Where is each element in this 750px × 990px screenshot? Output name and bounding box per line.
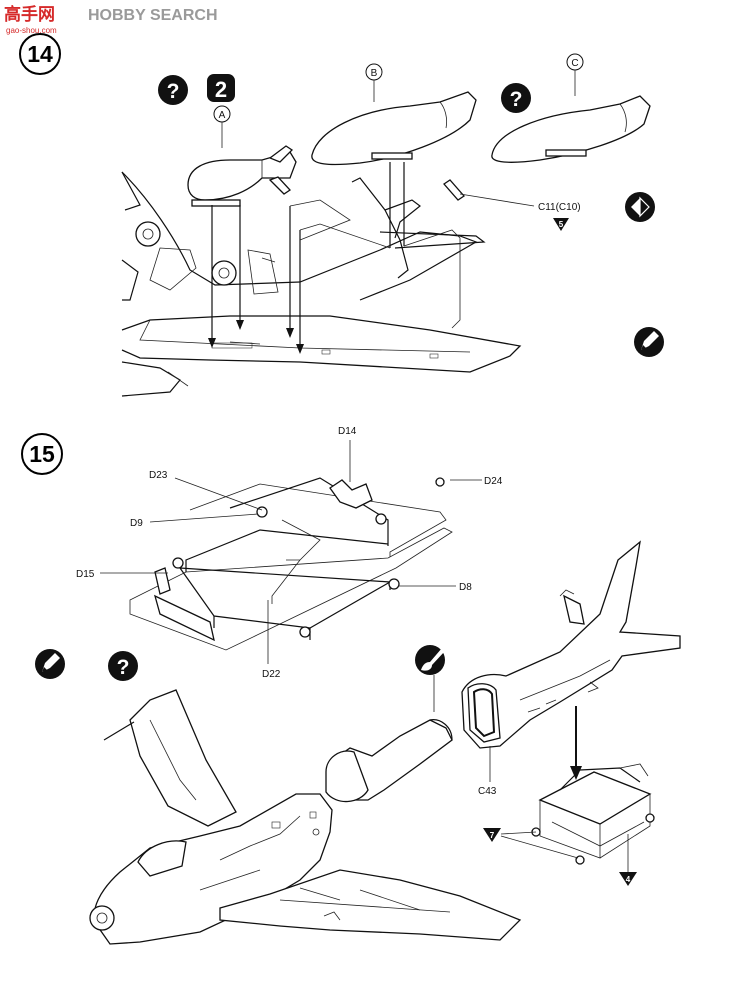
- drop-tank-c: [491, 95, 651, 163]
- watermark: 高手网 HOBBY SEARCH gao-shou.com: [4, 4, 218, 35]
- paint-brush-icon: [415, 645, 445, 712]
- part-d8-label: D8: [459, 582, 472, 593]
- paint-pen-icon: [35, 649, 65, 679]
- svg-text:?: ?: [510, 88, 523, 111]
- rear-fuselage: [461, 540, 681, 782]
- assembled-cart: [531, 763, 655, 865]
- part-d23-label: D23: [149, 470, 168, 481]
- ref-triangle-4: 4: [619, 834, 637, 886]
- step-15-circle: [21, 433, 63, 475]
- svg-text:7: 7: [490, 831, 495, 840]
- svg-text:5: 5: [559, 220, 564, 229]
- watermark-brand: HOBBY SEARCH: [88, 7, 218, 24]
- part-c11-label: C11(C10): [538, 202, 581, 213]
- part-c43-label: C43: [478, 786, 497, 797]
- letter-c: C: [571, 58, 578, 69]
- count-badge: 2: [207, 74, 235, 102]
- part-d22-label: D22: [262, 669, 281, 680]
- down-arrow: [570, 706, 582, 780]
- svg-text:4: 4: [626, 875, 631, 884]
- question-icon: ?: [158, 75, 188, 105]
- letter-a: A: [219, 110, 226, 121]
- step-14-circle: [19, 33, 61, 75]
- paint-pen-icon: [634, 327, 664, 357]
- letter-b: B: [371, 68, 378, 79]
- drop-tank-b: [311, 91, 477, 166]
- front-fuselage: [89, 689, 522, 945]
- cart-frame: [129, 477, 453, 651]
- choice-icon: [625, 192, 655, 222]
- part-c11: [443, 179, 535, 207]
- step-14-number: 14: [27, 41, 53, 67]
- part-d9-label: D9: [130, 518, 143, 529]
- question-icon: ?: [501, 83, 531, 113]
- ref-triangle-5: 5: [553, 218, 569, 231]
- part-d24-label: D24: [484, 476, 503, 487]
- svg-text:?: ?: [167, 80, 180, 103]
- part-d15-label: D15: [76, 569, 95, 580]
- question-icon: ?: [108, 651, 138, 681]
- step-15-number: 15: [29, 441, 55, 467]
- part-leaders: [100, 440, 482, 664]
- install-guides: [208, 162, 461, 354]
- watermark-url: gao-shou.com: [6, 26, 57, 35]
- svg-text:?: ?: [117, 656, 130, 679]
- part-d14-label: D14: [338, 426, 357, 437]
- bomb-a: [187, 145, 297, 207]
- ref-triangle-7: 7: [483, 828, 579, 859]
- step-15: 15: [21, 426, 681, 945]
- watermark-logo-text: 高手网: [4, 4, 55, 24]
- count-badge-number: 2: [215, 77, 227, 102]
- step-14: 14 ? 2 A B: [19, 33, 664, 397]
